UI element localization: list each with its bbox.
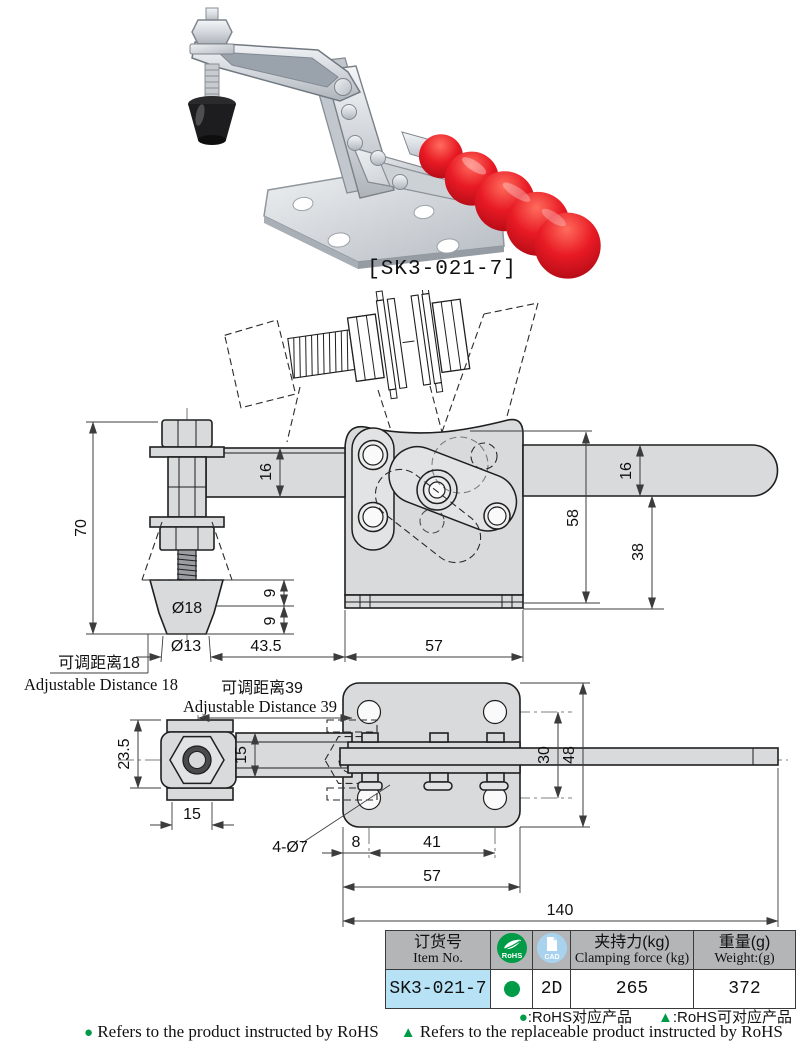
dim-41: 41 [423, 834, 441, 851]
legend-triangle-item: ▲:RoHS可对应产品 [657, 1009, 792, 1026]
technical-drawing: 70 16 9 9 Ø18 Ø13 43.5 57 [24, 290, 788, 927]
cell-rohs-status [490, 969, 533, 1009]
cell-cad: 2D [532, 969, 571, 1009]
exploded-leader-lines [286, 385, 445, 443]
dim-dia18: Ø18 [172, 600, 202, 617]
legend-dot-item: ●:RoHS对应产品 [518, 1009, 632, 1026]
dim-43-5: 43.5 [250, 638, 281, 655]
header-cad: CAD [532, 930, 571, 970]
dim-140: 140 [547, 902, 574, 919]
clamp-photo-handle [401, 131, 601, 279]
spec-table-header-row: 订货号 Item No. RoHS CAD [385, 930, 796, 970]
dim-4-d7: 4-Ø7 [272, 839, 308, 856]
dim-38: 38 [630, 543, 647, 561]
header-weight: 重量(g) Weight:(g) [693, 930, 796, 970]
product-photo [188, 7, 601, 279]
footnote-triangle-item: ▲ Refers to the replaceable product inst… [400, 1022, 783, 1041]
dim-9b: 9 [262, 616, 279, 625]
svg-text:CAD: CAD [544, 954, 559, 961]
dim-57-upper: 57 [425, 638, 443, 655]
header-item-no: 订货号 Item No. [385, 930, 491, 970]
header-clamping-force: 夹持力(kg) Clamping force (kg) [570, 930, 694, 970]
dim-57-lower: 57 [423, 868, 441, 885]
spec-table: 订货号 Item No. RoHS CAD [385, 930, 796, 1009]
cell-clamping-force: 265 [570, 969, 694, 1009]
dim-23-5: 23.5 [116, 738, 133, 769]
dim-8: 8 [352, 834, 361, 851]
cell-item-no: SK3-021-7 [385, 969, 491, 1009]
dim-15-base: 15 [183, 806, 201, 823]
green-dot-icon: ● [518, 1009, 528, 1026]
cad-icon: CAD [536, 932, 567, 963]
upper-view: 70 16 9 9 Ø18 Ø13 43.5 57 [24, 290, 779, 694]
dim-48: 48 [561, 746, 578, 764]
dim-58: 58 [565, 509, 582, 527]
lower-dimensions: 可调距离39 Adjustable Distance 39 23.5 15 15… [116, 679, 779, 927]
header-rohs: RoHS [490, 930, 533, 970]
upper-adjustable-cn: 可调距离18 [58, 654, 140, 672]
dim-30: 30 [536, 746, 553, 764]
spec-table-data-row: SK3-021-7 2D 265 372 [385, 969, 796, 1009]
dim-16-arm: 16 [258, 463, 275, 481]
arm-bar-side [205, 447, 346, 498]
product-code-label: [SK3-021-7] [367, 258, 517, 281]
rohs-legend: ●:RoHS对应产品 ▲:RoHS可对应产品 [519, 1006, 792, 1027]
arm-bar-top [235, 732, 353, 778]
clamp-photo-arm [191, 41, 362, 102]
rohs-dot-icon [503, 980, 520, 997]
dim-16-handle: 16 [618, 462, 635, 480]
handle-bar-side [522, 444, 779, 497]
green-triangle-icon: ▲ [400, 1025, 416, 1041]
green-dot-icon: ● [84, 1025, 94, 1041]
dim-9a: 9 [262, 588, 279, 597]
upper-adjustable-en: Adjustable Distance 18 [24, 675, 178, 694]
cell-weight: 372 [693, 969, 796, 1009]
lower-adjustable-cn: 可调距离39 [221, 679, 303, 697]
footnote-dot-item: ● Refers to the product instructed by Ro… [84, 1022, 379, 1041]
clamp-photo-spindle [188, 7, 236, 145]
dim-70: 70 [73, 519, 90, 537]
upper-dimensions: 70 16 9 9 Ø18 Ø13 43.5 57 [24, 421, 664, 694]
svg-text:RoHS: RoHS [501, 951, 521, 960]
lower-view: 可调距离39 Adjustable Distance 39 23.5 15 15… [116, 679, 788, 927]
dim-dia13: Ø13 [171, 638, 201, 655]
rohs-icon: RoHS [496, 932, 527, 963]
green-triangle-icon: ▲ [657, 1009, 673, 1026]
rohs-footnote: ● Refers to the product instructed by Ro… [84, 1022, 794, 1042]
lower-adjustable-en: Adjustable Distance 39 [183, 697, 337, 716]
exploded-spindle [224, 290, 471, 409]
clamp-photo-body [309, 57, 477, 205]
dim-15-arm: 15 [233, 746, 250, 764]
clamp-body-side [205, 418, 779, 609]
